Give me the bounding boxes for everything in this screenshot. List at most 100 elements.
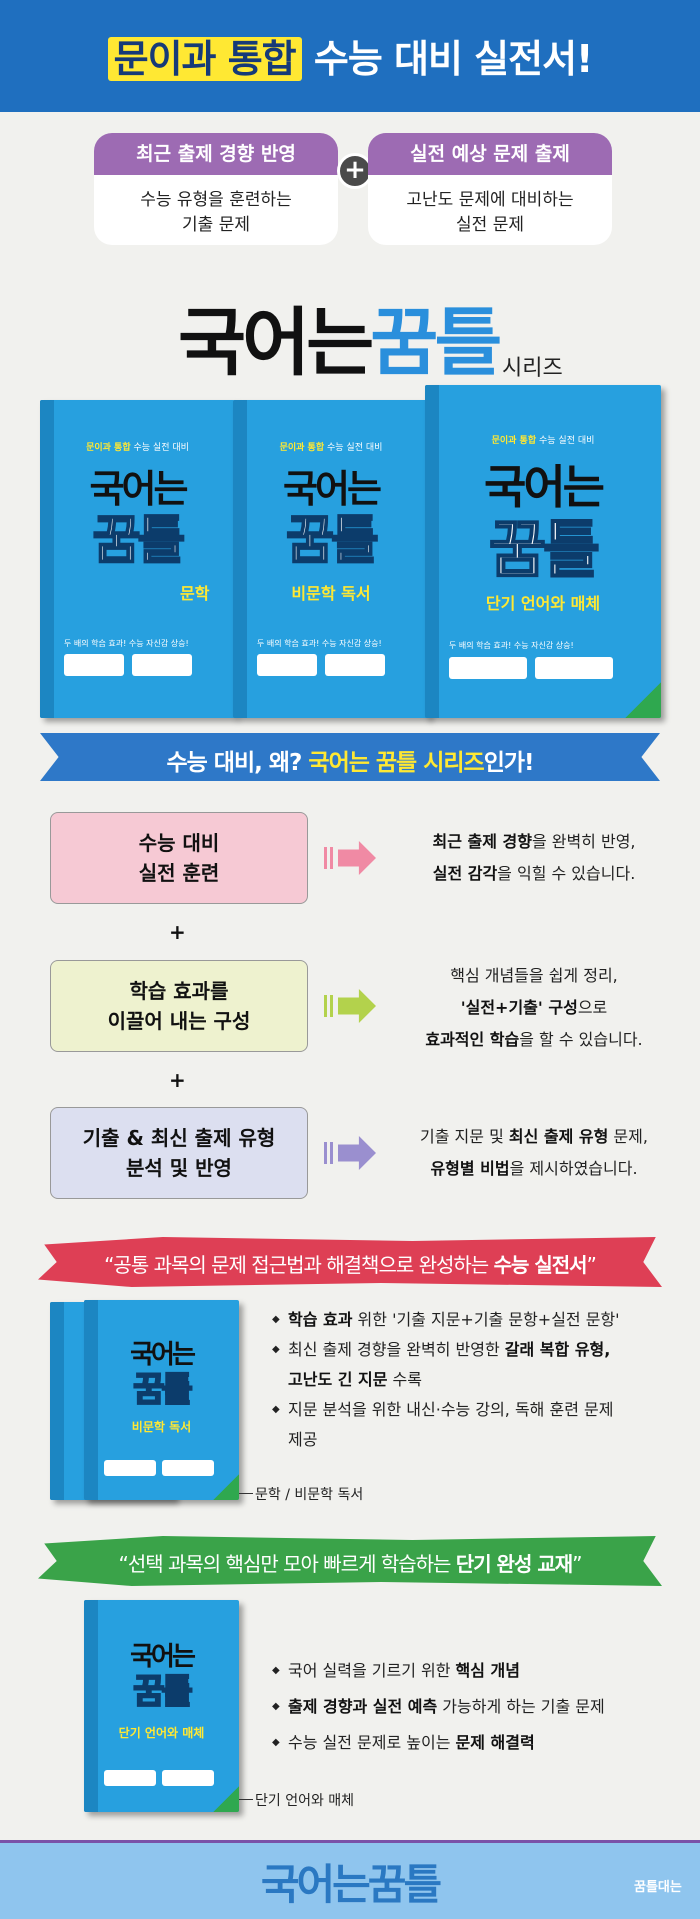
book-tag: 문이과 통합 수능 실전 대비 xyxy=(40,440,235,453)
brush-banner-text: “공통 과목의 문제 접근법과 해결책으로 완성하는 수능 실전서” xyxy=(38,1249,662,1278)
banner-text-b: 단기 완성 교재 xyxy=(455,1552,573,1576)
common-bullet-list: 학습 효과 위한 '기출 지문+기출 문항+실전 문항' 최신 출제 경향을 완… xyxy=(272,1305,620,1455)
ribbon xyxy=(40,733,660,781)
footer-title: 국어는꿈틀 xyxy=(260,1860,442,1909)
list-item-continued: 고난도 긴 지문 수록 xyxy=(272,1365,620,1395)
book-note: 두 배의 학습 효과! 수능 자신감 상승! xyxy=(257,639,382,648)
reason-desc-text: 을 익힐 수 있습니다. xyxy=(497,864,636,883)
feature-card-practice: 실전 예상 문제 출제 고난도 문제에 대비하는 실전 문제 xyxy=(368,133,612,245)
arrow-right-icon xyxy=(324,1136,376,1170)
book-spine xyxy=(233,400,247,718)
list-item: 수능 실전 문제로 높이는 문제 해결력 xyxy=(272,1728,605,1758)
book-tag-b: 수능 실전 대비 xyxy=(539,436,595,446)
bullet-bold: 문제 해결력 xyxy=(455,1733,535,1752)
reason-desc-bold: 유형별 비법 xyxy=(430,1159,510,1178)
reason-box: 수능 대비 실전 훈련 xyxy=(50,812,308,904)
reason-desc-text: 핵심 개념들을 쉽게 정리, xyxy=(450,966,618,985)
series-logo-a: 국어는 xyxy=(178,300,374,386)
brush-banner-text: “선택 과목의 핵심만 모아 빠르게 학습하는 단기 완성 교재” xyxy=(38,1548,662,1577)
book-cover-language: 문이과 통합 수능 실전 대비 국어는 꿈틀 단기 언어와 매체 두 배의 학습… xyxy=(425,385,661,718)
book-title-a: 국어는 xyxy=(283,467,382,511)
book-title-b: 꿈틀 xyxy=(285,510,380,572)
book-title-a: 국어는 xyxy=(89,467,189,511)
book-mini-box xyxy=(325,654,385,676)
book-tag-a: 문이과 통합 xyxy=(279,443,325,453)
reason-line: 수능 대비 xyxy=(138,831,220,855)
book-title-b: 꿈틀 xyxy=(132,1369,194,1411)
banner-text-a: “공통 과목의 문제 접근법과 해결책으로 완성하는 xyxy=(104,1253,494,1277)
reason-desc-bold: 효과적인 학습 xyxy=(425,1030,520,1049)
bullet-text: 최신 출제 경향을 완벽히 반영한 xyxy=(288,1340,505,1359)
book-mini-box xyxy=(449,657,527,679)
page-title: 문이과 통합 수능 대비 실전서! xyxy=(0,28,700,83)
book-mini-box xyxy=(535,657,613,679)
book-tag-b: 수능 실전 대비 xyxy=(133,443,189,453)
bullet-bold: 출제 경향과 실전 예측 xyxy=(288,1697,438,1716)
book-note: 두 배의 학습 효과! 수능 자신감 상승! xyxy=(449,641,574,650)
feature-line: 수능 유형을 훈련하는 xyxy=(140,190,292,210)
feature-card-body: 수능 유형을 훈련하는 기출 문제 xyxy=(94,175,338,238)
footer-divider xyxy=(0,1840,700,1843)
book-cover-language-small: 국어는 꿈틀 단기 언어와 매체 xyxy=(84,1600,239,1812)
bullet-text: 수록 xyxy=(387,1370,422,1389)
plus-icon: + xyxy=(169,1068,186,1092)
reason-desc-text: 을 완벽히 반영, xyxy=(531,832,636,851)
feature-line: 실전 문제 xyxy=(456,215,524,235)
bullet-bold: 핵심 개념 xyxy=(455,1661,520,1680)
list-item: 학습 효과 위한 '기출 지문+기출 문항+실전 문항' xyxy=(272,1305,620,1335)
list-item: 최신 출제 경향을 완벽히 반영한 갈래 복합 유형, xyxy=(272,1335,620,1365)
footer-logo: 꿈틀대는 xyxy=(634,1880,682,1895)
reason-description: 핵심 개념들을 쉽게 정리, '실전+기출' 구성으로 효과적인 학습을 할 수… xyxy=(384,960,684,1056)
book-title-a: 국어는 xyxy=(130,1642,196,1672)
arrow-right-icon xyxy=(324,841,376,875)
reason-box: 기출 & 최신 출제 유형 분석 및 반영 xyxy=(50,1107,308,1199)
reason-line: 실전 훈련 xyxy=(138,861,220,885)
feature-card-head: 실전 예상 문제 출제 xyxy=(368,133,612,175)
book-spine xyxy=(84,1600,98,1812)
book-title-a: 국어는 xyxy=(130,1340,196,1370)
list-item: 지문 분석을 위한 내신·수능 강의, 독해 훈련 문제 xyxy=(272,1395,620,1425)
ribbon-text: 수능 대비, 왜? 국어는 꿈틀 시리즈인가! xyxy=(40,743,660,777)
book-note: 두 배의 학습 효과! 수능 자신감 상승! xyxy=(64,639,189,648)
list-item: 출제 경향과 실전 예측 가능하게 하는 기출 문제 xyxy=(272,1692,605,1722)
book-tag-a: 문이과 통합 xyxy=(491,436,537,446)
book-subtitle: 단기 언어와 매체 xyxy=(118,1726,205,1740)
brush-banner-elective xyxy=(38,1536,662,1586)
reason-line: 분석 및 반영 xyxy=(126,1156,232,1180)
banner-text-c: ” xyxy=(572,1552,582,1576)
bullet-text: 지문 분석을 위한 내신·수능 강의, 독해 훈련 문제 xyxy=(288,1400,614,1419)
footer xyxy=(0,1843,700,1919)
banner-text-a: “선택 과목의 핵심만 모아 빠르게 학습하는 xyxy=(118,1552,456,1576)
book-spine xyxy=(50,1302,64,1500)
book-mini-box xyxy=(257,654,317,676)
bullet-bold: 갈래 복합 유형, xyxy=(504,1340,611,1359)
caption-line xyxy=(239,1799,253,1800)
book-subtitle: 단기 언어와 매체 xyxy=(485,594,601,613)
book-title-b: 꿈틀 xyxy=(132,1671,194,1713)
book-subtitle: 비문학 독서 xyxy=(291,584,371,603)
reason-desc-bold: 실전 감각 xyxy=(432,864,498,883)
book-cover-nonfiction-small: 국어는 꿈틀 비문학 독서 xyxy=(84,1300,239,1500)
reason-desc-text: 문제, xyxy=(608,1127,648,1146)
reason-desc-bold: '실전+기출' 구성 xyxy=(460,998,578,1017)
book-mini-box xyxy=(104,1460,156,1476)
reason-box: 학습 효과를 이끌어 내는 구성 xyxy=(50,960,308,1052)
banner-text-b: 수능 실전서 xyxy=(493,1253,588,1277)
reason-description: 최근 출제 경향을 완벽히 반영, 실전 감각을 익힐 수 있습니다. xyxy=(384,826,684,890)
book-corner xyxy=(625,682,661,718)
feature-line: 고난도 문제에 대비하는 xyxy=(406,190,574,210)
feature-card-head: 최근 출제 경향 반영 xyxy=(94,133,338,175)
banner-text-c: ” xyxy=(586,1253,597,1277)
bullet-bold: 고난도 긴 지문 xyxy=(288,1370,388,1389)
book-mini-box xyxy=(64,654,124,676)
reason-desc-bold: 최신 출제 유형 xyxy=(508,1127,609,1146)
elective-bullet-list: 국어 실력을 기르기 위한 핵심 개념 출제 경향과 실전 예측 가능하게 하는… xyxy=(272,1656,605,1758)
book-caption: 문학 / 비문학 독서 xyxy=(255,1487,364,1503)
book-corner xyxy=(213,1474,239,1500)
title-rest: 수능 대비 실전서! xyxy=(313,37,594,81)
book-cover-literature: 문이과 통합 수능 실전 대비 국어는 꿈틀 문학 두 배의 학습 효과! 수능… xyxy=(40,400,235,718)
arrow-right-icon xyxy=(324,989,376,1023)
book-title-a: 국어는 xyxy=(484,460,605,514)
reason-desc-text: 기출 지문 및 xyxy=(420,1127,509,1146)
title-highlight: 문이과 통합 xyxy=(107,37,302,81)
